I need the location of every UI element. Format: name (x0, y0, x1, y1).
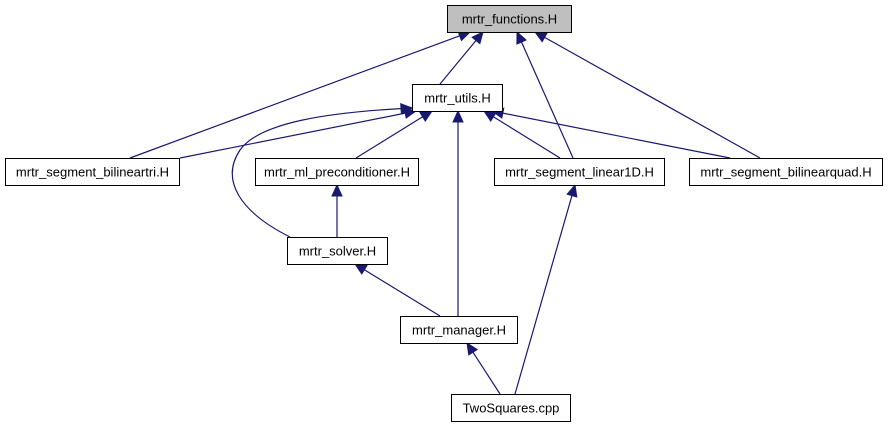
edge-line (129, 35, 460, 159)
edge-line (472, 351, 501, 395)
node-label: mrtr_segment_linear1D.H (505, 165, 654, 180)
node-preconditioner[interactable]: mrtr_ml_preconditioner.H (255, 158, 419, 186)
node-label: mrtr_manager.H (412, 323, 506, 338)
edge-utils-to-functions (439, 31, 484, 85)
node-box (400, 316, 518, 344)
node-label: mrtr_ml_preconditioner.H (264, 165, 410, 180)
node-box (494, 158, 665, 186)
edge-arrowhead (516, 30, 527, 45)
node-label: mrtr_utils.H (424, 91, 490, 106)
edge-solver-to-preconditioner (331, 183, 343, 237)
edge-line (502, 112, 731, 159)
node-label: mrtr_segment_bilinearquad.H (700, 165, 871, 180)
edge-arrowhead (566, 183, 578, 198)
edge-manager-to-utils (452, 109, 464, 316)
edge-line (493, 116, 561, 159)
edge-linear1d-to-functions (516, 30, 574, 159)
edges-layer (129, 30, 761, 395)
edge-twosquares-to-manager (466, 341, 501, 395)
node-label: TwoSquares.cpp (463, 401, 560, 416)
node-functions: mrtr_functions.H (447, 5, 572, 33)
nodes-layer: mrtr_functions.H mrtr_utils.H mrtr_segment… (5, 5, 883, 422)
edge-line (514, 195, 573, 395)
edge-twosquares-to-linear1d (514, 183, 578, 395)
node-bilineartri[interactable]: mrtr_segment_bilineartri.H (5, 158, 180, 186)
edge-bilineartri-to-utils (179, 107, 418, 159)
edge-bilinearquad-to-utils (490, 107, 731, 159)
edge-line (520, 41, 574, 159)
edge-line (231, 107, 413, 238)
node-box (447, 5, 572, 33)
node-label: mrtr_solver.H (299, 244, 376, 259)
node-box (255, 158, 419, 186)
node-label: mrtr_segment_bilineartri.H (16, 165, 169, 180)
edge-line (364, 269, 441, 317)
edge-arrowhead (452, 109, 464, 123)
node-box (287, 237, 388, 265)
node-box (5, 158, 180, 186)
edge-preconditioner-to-utils (355, 110, 434, 159)
edge-bilinearquad-to-functions (533, 31, 761, 159)
node-label: mrtr_functions.H (462, 12, 557, 27)
node-manager[interactable]: mrtr_manager.H (400, 316, 518, 344)
edge-arrowhead (471, 31, 484, 45)
node-box (412, 84, 503, 112)
node-solver[interactable]: mrtr_solver.H (287, 237, 388, 265)
edge-line (355, 116, 423, 159)
edge-line (544, 36, 761, 159)
edge-arrowhead (400, 103, 414, 115)
edge-arrowhead (533, 31, 548, 43)
node-box (451, 394, 571, 422)
edge-arrowhead (331, 183, 343, 197)
node-box (689, 158, 883, 186)
node-utils[interactable]: mrtr_utils.H (412, 84, 503, 112)
edge-arrowhead (353, 263, 368, 275)
edge-arrowhead (419, 110, 434, 122)
edge-line (179, 112, 406, 159)
edge-solver-to-utils (231, 103, 414, 238)
edge-arrowhead (466, 341, 479, 356)
node-bilinearquad[interactable]: mrtr_segment_bilinearquad.H (689, 158, 883, 186)
edge-linear1d-to-utils (482, 110, 561, 159)
node-twosquares[interactable]: TwoSquares.cpp (451, 394, 571, 422)
node-linear1d[interactable]: mrtr_segment_linear1D.H (494, 158, 665, 186)
edge-line (439, 40, 477, 85)
edge-manager-to-solver (353, 263, 441, 317)
